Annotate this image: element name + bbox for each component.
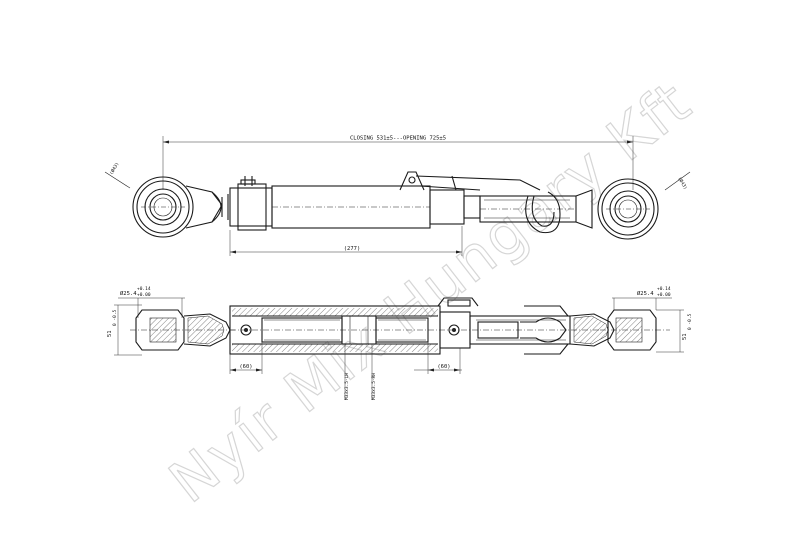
right-ball-dim: (Ø43) <box>676 176 689 191</box>
cylinder-body: (277) <box>229 176 481 256</box>
tube-section <box>469 305 571 355</box>
body-section <box>229 297 600 355</box>
right-end-fork: Ø25.4 +0.14 +0.00 51 0 -0.5 <box>569 286 693 353</box>
right-width-tol: 0 -0.5 <box>687 313 693 330</box>
adjuster-tube <box>479 189 593 229</box>
right-thread-length: (60) <box>437 364 450 370</box>
left-end-fork: Ø25.4 +0.14 +0.00 51 0 -0.5 <box>107 286 235 356</box>
body-dimension-label: (277) <box>344 246 361 252</box>
right-bore-tol-upper: +0.14 <box>657 286 671 292</box>
right-bore-tol-lower: +0.00 <box>657 292 671 298</box>
section-view: Ø25.4 +0.14 +0.00 51 0 -0.5 <box>107 286 693 400</box>
overall-dimension-label: CLOSING 531±5---OPENING 725±5 <box>350 136 446 142</box>
right-width-dim: 51 <box>682 333 688 340</box>
left-width-dim: 51 <box>107 330 113 337</box>
left-ball-dim: (Ø43) <box>108 161 121 176</box>
thread-spec-right: M33x3.5-RH <box>371 373 377 400</box>
left-bore-tol-upper: +0.14 <box>137 286 151 292</box>
left-width-tol: 0 -0.5 <box>112 309 118 326</box>
left-bore-dim: Ø25.4 <box>120 290 137 297</box>
left-ball-joint: (Ø43) <box>104 161 229 238</box>
left-bore-tol-lower: +0.00 <box>137 292 151 298</box>
left-thread-length: (60) <box>239 364 252 370</box>
thread-spec-left: M33x3.5-LH <box>344 373 350 400</box>
overall-dimension: CLOSING 531±5---OPENING 725±5 <box>162 136 634 190</box>
right-bore-dim: Ø25.4 <box>637 290 654 297</box>
thread-dimensions: (60) (60) M33x3.5-LH M33x3.5-RH <box>229 342 462 400</box>
